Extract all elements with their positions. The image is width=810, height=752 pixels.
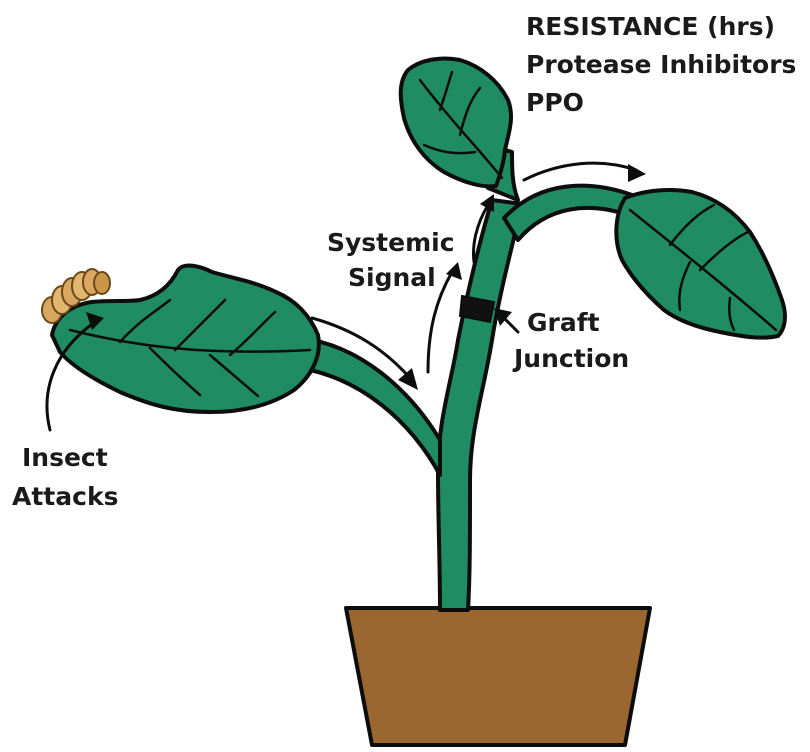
insect-attacks-label-line2: Attacks (12, 484, 118, 509)
main-stem (438, 200, 522, 610)
resistance-item-protease: Protease Inhibitors (526, 52, 796, 77)
arrowhead-right-branch (628, 164, 646, 182)
right-branch-stem (504, 186, 632, 240)
systemic-signal-label-line1: Systemic (327, 230, 455, 255)
left-branch-stem (300, 338, 440, 475)
arrow-right-branch (524, 163, 636, 180)
systemic-signal-label-line2: Signal (348, 265, 436, 290)
resistance-item-ppo: PPO (526, 90, 584, 115)
resistance-title: RESISTANCE (hrs) (526, 14, 775, 39)
arrowhead-left-branch (398, 368, 418, 390)
flower-pot (346, 608, 650, 745)
graft-junction-label-line1: Graft (527, 310, 600, 335)
graft-junction-label-line2: Junction (514, 346, 629, 371)
insect-attacks-label-line1: Insect (22, 445, 108, 470)
